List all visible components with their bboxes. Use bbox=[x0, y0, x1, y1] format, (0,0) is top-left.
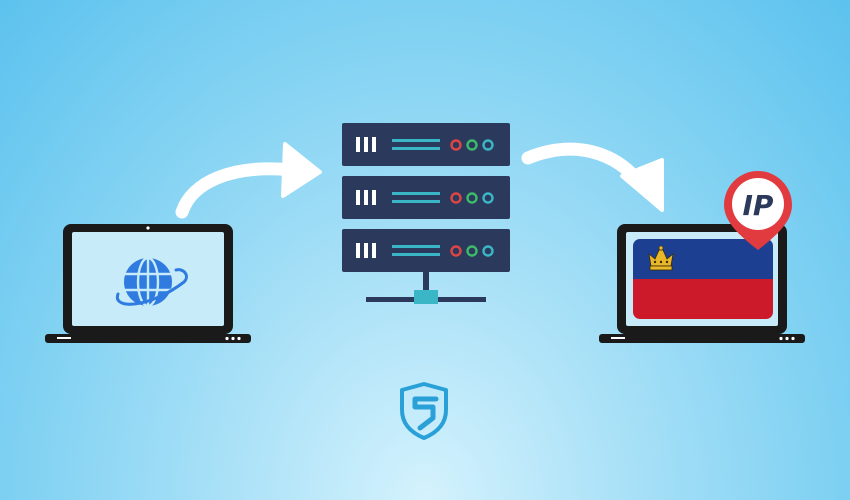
network-switch bbox=[414, 290, 438, 304]
shield-logo-icon bbox=[400, 382, 448, 440]
arrow-to-laptop bbox=[521, 142, 664, 212]
server-unit-2 bbox=[342, 176, 510, 219]
flag-red-band bbox=[633, 279, 773, 319]
pin-inner-circle bbox=[732, 178, 784, 230]
arrow-to-server bbox=[175, 142, 322, 219]
crown-icon bbox=[648, 245, 674, 271]
globe-orbit bbox=[115, 268, 188, 306]
globe-icon bbox=[115, 256, 188, 308]
liechtenstein-flag-icon bbox=[633, 239, 773, 319]
left-laptop-trackpad bbox=[57, 337, 71, 339]
server-unit-1 bbox=[342, 123, 510, 166]
server-stand bbox=[423, 272, 429, 292]
left-laptop-camera bbox=[146, 226, 150, 230]
right-laptop-base bbox=[599, 334, 805, 343]
left-laptop-base bbox=[45, 334, 251, 343]
server-rack-icon bbox=[342, 123, 510, 304]
pin-label: IP bbox=[743, 189, 774, 222]
server-unit-3 bbox=[342, 229, 510, 272]
location-pin-icon: IP bbox=[724, 171, 792, 250]
